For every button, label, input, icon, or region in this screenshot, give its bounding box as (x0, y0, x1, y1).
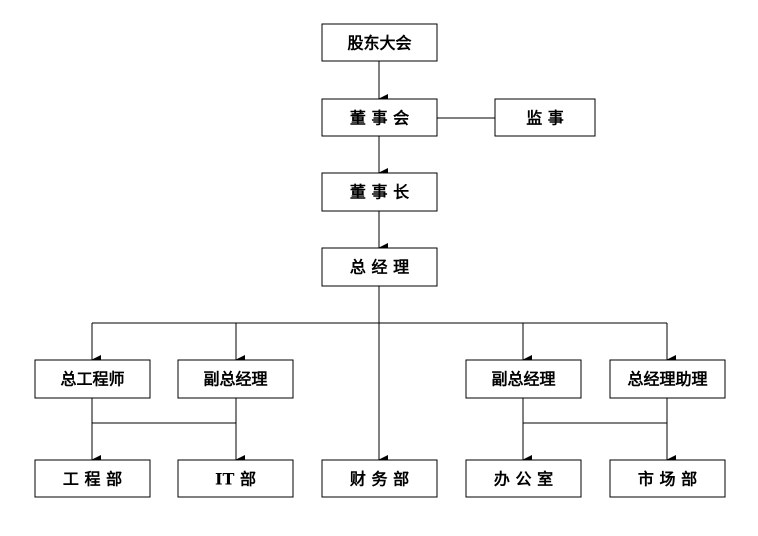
node-deputy-gm-left-label: 副总经理 (203, 370, 267, 389)
node-board: 董 事 会 (321, 98, 438, 137)
node-it-dept-label: IT 部 (215, 470, 256, 489)
connectors (91, 61, 676, 465)
node-engineering-dept: 工 程 部 (34, 459, 151, 498)
node-chairman: 董 事 长 (321, 172, 438, 212)
node-deputy-gm-right-label: 副总经理 (491, 370, 555, 389)
node-gm-assistant: 总经理助理 (609, 359, 726, 399)
node-chief-engineer: 总工程师 (34, 359, 151, 399)
node-finance-dept-label: 财 务 部 (349, 470, 409, 489)
node-board-label: 董 事 会 (350, 109, 409, 128)
node-chairman-label: 董 事 长 (350, 183, 410, 202)
node-engineering-dept-label: 工 程 部 (63, 470, 122, 489)
node-supervisor-label: 监 事 (526, 109, 564, 128)
node-office: 办 公 室 (465, 459, 582, 498)
node-office-label: 办 公 室 (494, 470, 553, 489)
node-supervisor: 监 事 (494, 98, 596, 137)
node-shareholders: 股东大会 (321, 23, 438, 62)
node-deputy-gm-right: 副总经理 (465, 359, 582, 399)
node-deputy-gm-left: 副总经理 (177, 359, 294, 399)
node-finance-dept: 财 务 部 (321, 459, 438, 498)
node-it-dept: IT 部 (177, 459, 294, 498)
node-gm-assistant-label: 总经理助理 (627, 370, 707, 389)
node-marketing-dept-label: 市 场 部 (638, 470, 697, 489)
node-general-manager-label: 总 经 理 (350, 258, 409, 277)
node-general-manager: 总 经 理 (321, 247, 438, 287)
node-shareholders-label: 股东大会 (347, 34, 411, 53)
node-chief-engineer-label: 总工程师 (60, 370, 124, 389)
node-marketing-dept: 市 场 部 (609, 459, 726, 498)
